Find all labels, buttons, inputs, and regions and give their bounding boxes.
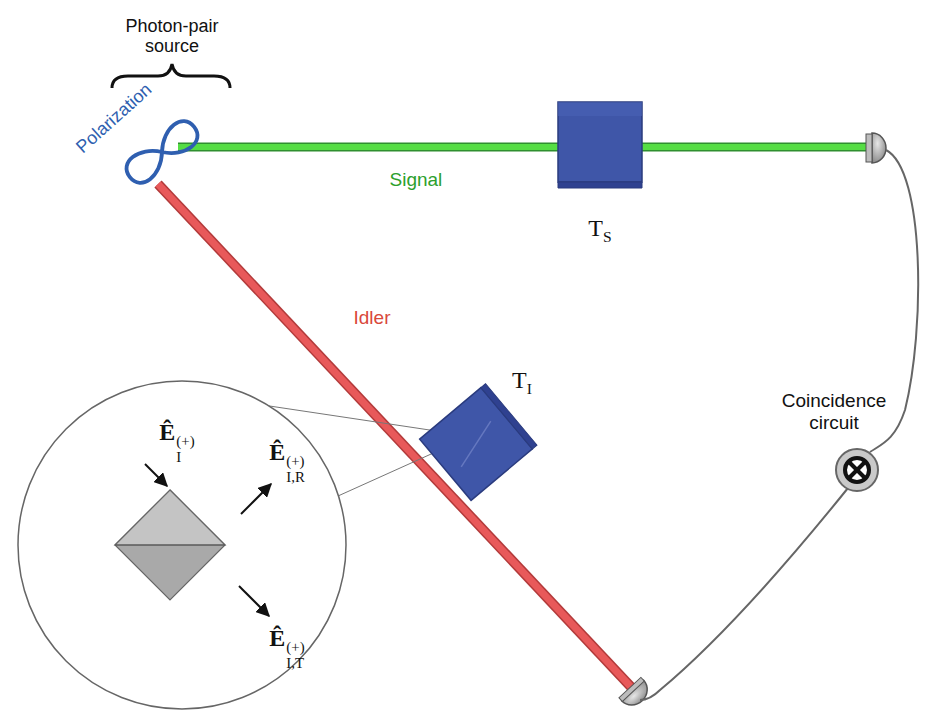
- idler-detector: [619, 677, 653, 711]
- splitter-cube: TI: [418, 368, 548, 508]
- component-label: TS: [588, 215, 611, 246]
- coincidence-symbol: [849, 462, 865, 478]
- field-label: Ê(+)I,T: [269, 625, 304, 672]
- source-label: Photon-pair source: [102, 16, 242, 57]
- field-arrow: [241, 484, 271, 514]
- source-brace: [112, 64, 230, 88]
- coincidence-symbol: [849, 462, 865, 478]
- coincidence-wire: [640, 488, 848, 700]
- field-arrow: [145, 464, 167, 486]
- signal-label: Signal: [390, 169, 443, 191]
- coincidence-symbol: [836, 449, 878, 491]
- polarization-label: Polarization: [72, 79, 156, 157]
- field-label: Ê(+)I: [159, 419, 194, 466]
- inset-circle: Ê(+)I Ê(+)I,R Ê(+)I,T: [17, 380, 347, 710]
- field-arrow: [239, 586, 269, 616]
- inset-leader: [338, 450, 440, 496]
- polarization-loop: [121, 116, 203, 188]
- idler-label: Idler: [354, 307, 391, 329]
- field-label: Ê(+)I,R: [269, 439, 305, 486]
- coincidence-label: Coincidence circuit: [774, 390, 894, 434]
- splitter-cube: TS: [550, 96, 650, 246]
- signal-detector: [872, 133, 886, 163]
- signal-detector-base: [866, 134, 872, 162]
- signal-beam: [178, 144, 872, 150]
- component-label: TI: [512, 367, 532, 398]
- signal-beam-edge: [178, 143, 872, 152]
- coincidence-symbol: [845, 458, 869, 482]
